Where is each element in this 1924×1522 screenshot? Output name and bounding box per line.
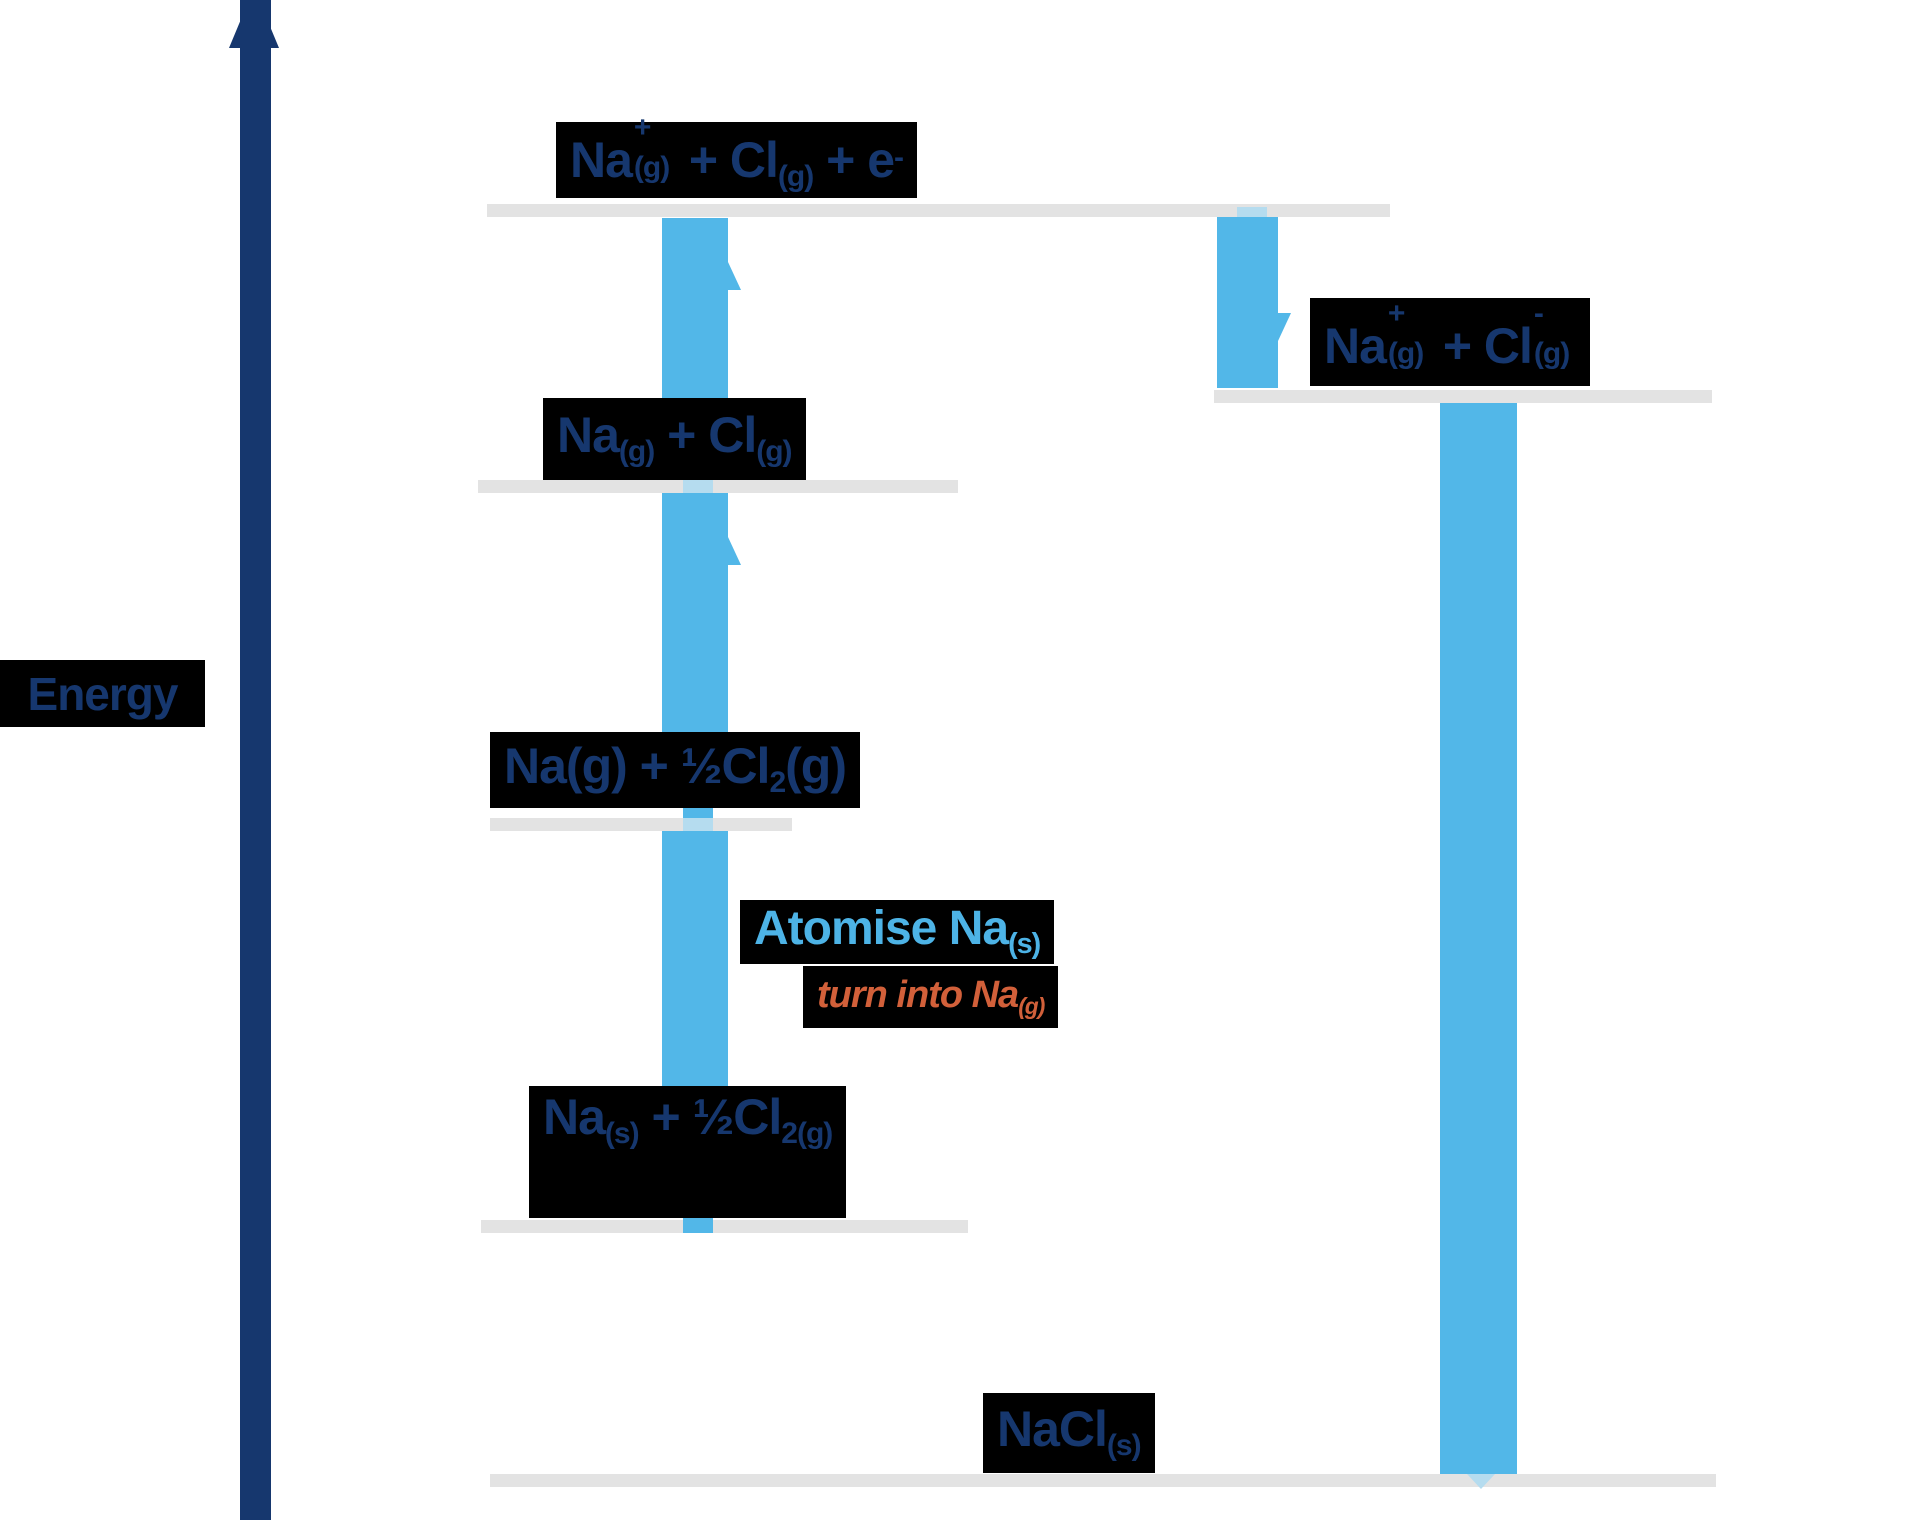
label-gas-ions-electron: Na+(g) + Cl(g) + e- — [570, 111, 904, 194]
level-line-ion-pair — [1214, 390, 1712, 403]
level-line-nacl-solid — [490, 1474, 1716, 1487]
label-ion-pair: Na+(g) + Cl-(g) — [1324, 297, 1570, 374]
arrow-crossing-gas-atoms-line — [683, 480, 713, 493]
level-line-gas-atoms — [478, 480, 958, 493]
arrowhead-atomise-cl-icon — [728, 537, 741, 565]
arrow-crossing-top-line — [1237, 207, 1267, 217]
level-line-na-gas — [490, 818, 792, 831]
annotation-turn-into-box: turn into Na(g) — [803, 966, 1059, 1028]
annotation-atomise-box: Atomise Na(s) — [740, 900, 1055, 964]
level-line-gas-ions-electron — [487, 204, 1390, 217]
arrowhead-ionisation-icon — [728, 262, 741, 290]
label-nacl-solid: NaCl(s) — [997, 1401, 1142, 1462]
arrowhead-electron-affinity-icon — [1278, 313, 1291, 341]
label-gas-ions-electron-box: Na+(g) + Cl(g) + e- — [556, 111, 918, 198]
label-gas-atoms-box: Na(g) + Cl(g) — [543, 398, 806, 480]
arrow-atomise-na — [662, 831, 728, 1086]
energy-axis-label: Energy — [27, 667, 179, 720]
label-nacl-solid-box: NaCl(s) — [983, 1393, 1155, 1473]
annotation-turn-into: turn into Na(g) — [817, 974, 1045, 1019]
arrow-ionisation — [662, 218, 728, 398]
label-na-solid: Na(s) + ½Cl2(g) — [543, 1089, 833, 1150]
arrow-electron-affinity — [1217, 217, 1278, 388]
label-na-solid-box: Na(s) + ½Cl2(g) — [529, 1086, 847, 1218]
label-ion-pair-box: Na+(g) + Cl-(g) — [1310, 298, 1590, 386]
energy-axis-label-box: Energy — [0, 660, 205, 727]
label-na-gas: Na(g) + ½Cl2(g) — [504, 738, 847, 799]
annotation-atomise: Atomise Na(s) — [754, 902, 1041, 960]
arrow-lattice-enthalpy — [1440, 403, 1517, 1474]
label-na-gas-box: Na(g) + ½Cl2(g) — [490, 732, 860, 808]
level-line-na-solid — [481, 1220, 968, 1233]
label-gas-atoms: Na(g) + Cl(g) — [557, 407, 793, 468]
arrow-atomise-cl — [662, 493, 728, 732]
arrow-crossing-na-gas-line — [683, 818, 713, 831]
energy-axis-line — [240, 0, 271, 1520]
